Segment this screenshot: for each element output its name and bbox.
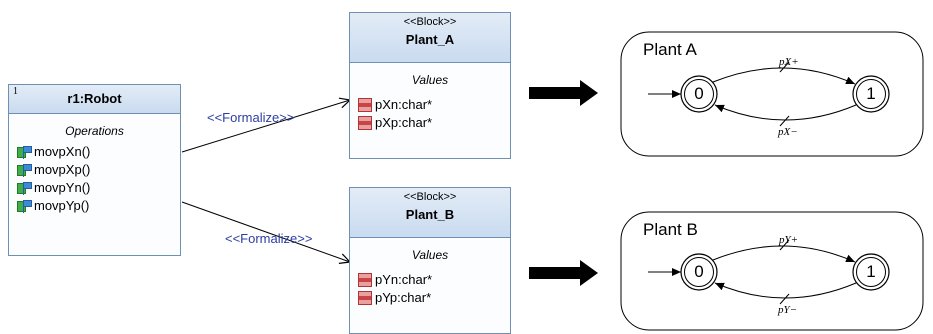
plant-a-name: Plant_A [405, 32, 455, 47]
value-property-icon [358, 98, 372, 112]
value-label: pXp:char* [375, 115, 433, 130]
value-property-icon [358, 291, 372, 305]
value-row[interactable]: pYp:char* [350, 289, 510, 307]
plant-b-name: Plant_B [405, 207, 455, 222]
automaton-b-top-transition-label: pY+ [779, 234, 799, 246]
automaton-b-title: Plant B [643, 220, 698, 239]
plant-a-values-heading: Values [411, 73, 449, 87]
value-row[interactable]: pXn:char* [350, 96, 510, 114]
operation-icon [17, 199, 33, 213]
automaton-a-top-tick [779, 61, 790, 73]
automaton-b-top-transition [712, 245, 856, 263]
automaton-b-bottom-transition-label: pY− [778, 304, 798, 316]
plant-a-header: <<Block>> Plant_A [350, 13, 510, 63]
automaton-b-state-0-label: 0 [694, 262, 704, 281]
operation-row[interactable]: movpXp() [9, 161, 180, 179]
robot-operations-heading: Operations [65, 124, 124, 138]
operation-label: movpYp() [34, 198, 90, 213]
automaton-b-state-0 [680, 253, 718, 291]
robot-multiplicity: 1 [13, 86, 18, 97]
operation-row[interactable]: movpYn() [9, 179, 180, 197]
plant-a-block[interactable]: <<Block>> Plant_A Values pXn:char* pXp:c… [349, 12, 511, 159]
automaton-b-state-0-inner [684, 257, 714, 287]
robot-name: r1:Robot [67, 91, 122, 106]
automaton-a-bottom-tick [779, 115, 790, 127]
automaton-b-state-1-inner [856, 257, 886, 287]
operation-icon [17, 181, 33, 195]
plant-b-block[interactable]: <<Block>> Plant_B Values pYn:char* pYp:c… [349, 187, 511, 334]
automaton-b-state-1-label: 1 [866, 262, 876, 281]
operation-icon [17, 145, 33, 159]
plant-b-stereotype: <<Block>> [403, 191, 457, 203]
automaton-a-state-0 [680, 75, 718, 113]
operation-row[interactable]: movpYp() [9, 197, 180, 215]
value-property-icon [358, 273, 372, 287]
value-label: pYn:char* [375, 272, 433, 287]
mapping-arrow-b [529, 260, 598, 286]
robot-block[interactable]: 1 r1:Robot Operations movpXn() movpXp() … [8, 84, 181, 256]
automaton-a-state-0-label: 0 [694, 84, 704, 103]
automaton-a-frame [620, 31, 924, 157]
operation-row[interactable]: movpXn() [9, 143, 180, 161]
operation-label: movpXp() [34, 162, 91, 177]
automaton-a-state-0-inner [684, 79, 714, 109]
operation-label: movpYn() [34, 180, 91, 195]
value-row[interactable]: pXp:char* [350, 114, 510, 132]
automaton-a-state-1 [852, 75, 890, 113]
automaton-b-top-tick [779, 239, 790, 251]
value-property-icon [358, 116, 372, 130]
operation-icon [17, 163, 33, 177]
automaton-a-bottom-transition-label: pX− [778, 126, 798, 138]
operation-label: movpXn() [34, 144, 91, 159]
automaton-a-top-transition [712, 67, 856, 85]
formalize-a-line [181, 100, 350, 153]
automaton-a-title: Plant A [643, 40, 697, 59]
plant-b-header: <<Block>> Plant_B [350, 188, 510, 238]
formalize-a-label: <<Formalize>> [207, 110, 295, 125]
automaton-a-state-1-label: 1 [866, 84, 876, 103]
formalize-b-line [181, 201, 350, 262]
automaton-b-bottom-tick [779, 293, 790, 305]
mapping-arrow-a [529, 80, 598, 106]
value-row[interactable]: pYn:char* [350, 271, 510, 289]
value-label: pYp:char* [375, 290, 432, 305]
value-label: pXn:char* [375, 97, 433, 112]
plant-b-values-heading: Values [411, 248, 449, 262]
robot-header: 1 r1:Robot [9, 85, 180, 114]
automaton-a-top-transition-label: pX+ [779, 56, 799, 68]
automaton-b-state-1 [852, 253, 890, 291]
automaton-b-frame [620, 211, 924, 331]
formalize-b-label: <<Formalize>> [225, 231, 313, 246]
plant-a-stereotype: <<Block>> [403, 16, 457, 28]
automaton-a-state-1-inner [856, 79, 886, 109]
